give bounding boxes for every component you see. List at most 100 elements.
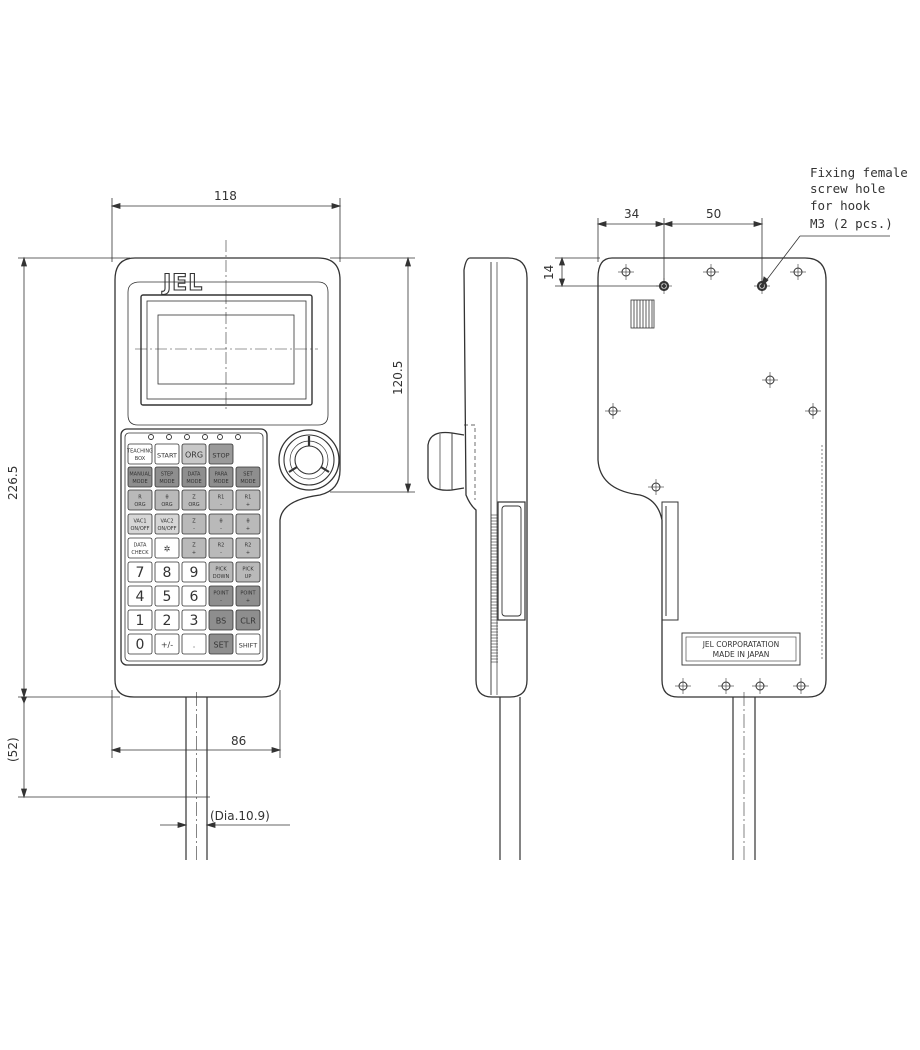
key-label: PICK: [215, 567, 227, 573]
key-label: 1: [136, 613, 145, 629]
key-label: +/-: [161, 641, 173, 650]
key-1-4: [235, 466, 261, 488]
screw-hole: [790, 264, 806, 280]
front-view: [114, 240, 341, 862]
dim-front-width: 118: [214, 189, 237, 203]
key-label: +: [246, 598, 250, 604]
key-label: 5: [163, 589, 172, 605]
key-label: ON/OFF: [157, 526, 176, 532]
key-1-2: [181, 466, 207, 488]
dim-total-height: 226.5: [6, 466, 20, 500]
key-4-2: [181, 537, 207, 559]
screw-hole: [805, 403, 821, 419]
note-line-3: for hook: [810, 198, 871, 213]
key-label: 9: [190, 565, 199, 581]
key-label: SET: [213, 641, 228, 650]
dim-cable-length: (52): [6, 737, 20, 762]
key-label: STOP: [212, 452, 229, 460]
back-screws: [605, 264, 821, 694]
key-label: ✲: [164, 545, 171, 554]
cable-side: [499, 697, 521, 860]
lcd-bezel: [146, 300, 307, 400]
key-label: DATA: [188, 472, 201, 478]
key-5-3: [208, 561, 234, 583]
key-5-4: [235, 561, 261, 583]
key-6-0: [127, 585, 153, 607]
key-label: R2: [245, 543, 252, 549]
key-label: Z: [192, 495, 196, 501]
key-label: θ: [165, 495, 168, 501]
back-vent: [630, 299, 655, 329]
key-label: CLR: [240, 617, 256, 626]
key-6-2: [181, 585, 207, 607]
key-5-2: [181, 561, 207, 583]
key-8-0: [127, 633, 153, 655]
front-body-outline: [114, 257, 341, 698]
nameplate-line-2: MADE IN JAPAN: [713, 650, 770, 659]
key-7-3: [208, 609, 234, 631]
key-label: ON/OFF: [130, 526, 149, 532]
key-8-4: [235, 633, 261, 655]
key-label: R2: [218, 543, 225, 549]
side-view: [427, 257, 528, 860]
key-label: MODE: [159, 479, 174, 485]
key-label: DOWN: [213, 574, 230, 580]
key-0-3: [208, 443, 234, 465]
key-label: -: [220, 526, 222, 532]
key-2-4: [235, 489, 261, 511]
dim-back-14: 14: [542, 265, 556, 280]
key-label: +: [246, 550, 250, 556]
dim-lower-width: 86: [231, 734, 246, 748]
key-label: CHECK: [131, 550, 149, 556]
key-4-3: [208, 537, 234, 559]
key-label: -: [193, 526, 195, 532]
key-6-3: [208, 585, 234, 607]
key-label: START: [157, 452, 177, 460]
key-label: θ: [219, 519, 222, 525]
key-6-4: [235, 585, 261, 607]
key-label: UP: [245, 574, 252, 580]
key-label: 4: [136, 589, 145, 605]
keypad-inner: [124, 432, 264, 662]
cable-front: [185, 692, 208, 862]
key-label: -: [220, 550, 222, 556]
key-4-1: [154, 537, 180, 559]
screw-hole: [718, 678, 734, 694]
side-connector: [497, 501, 526, 621]
key-label: ORG: [188, 502, 199, 508]
key-label: PICK: [242, 567, 254, 573]
keypad-panel: [120, 428, 268, 666]
key-label: θ: [246, 519, 249, 525]
key-0-0: [127, 443, 153, 465]
key-5-0: [127, 561, 153, 583]
nameplate: [681, 632, 801, 666]
key-label: +: [246, 502, 250, 508]
screw-hole: [793, 678, 809, 694]
key-label: BS: [216, 617, 226, 626]
key-label: 0: [136, 637, 145, 653]
brand-logo: JEL: [161, 271, 203, 296]
screw-hole: [675, 678, 691, 694]
key-0-2: [181, 443, 207, 465]
key-3-3: [208, 513, 234, 535]
key-label: SHIFT: [239, 642, 258, 650]
key-2-1: [154, 489, 180, 511]
key-label: 3: [190, 613, 199, 629]
key-3-0: [127, 513, 153, 535]
dim-top-height: 120.5: [391, 361, 405, 395]
key-8-1: [154, 633, 180, 655]
key-1-0: [127, 466, 153, 488]
key-3-4: [235, 513, 261, 535]
back-side-slot: [661, 501, 679, 621]
key-0-1: [154, 443, 180, 465]
emergency-stop-side: [427, 431, 465, 491]
key-6-1: [154, 585, 180, 607]
key-2-0: [127, 489, 153, 511]
key-label: R1: [218, 495, 225, 501]
key-label: 7: [136, 565, 145, 581]
key-label: ORG: [134, 502, 145, 508]
lcd-frame: [140, 294, 313, 406]
back-view: [597, 257, 827, 862]
emergency-stop-front: [278, 429, 340, 491]
